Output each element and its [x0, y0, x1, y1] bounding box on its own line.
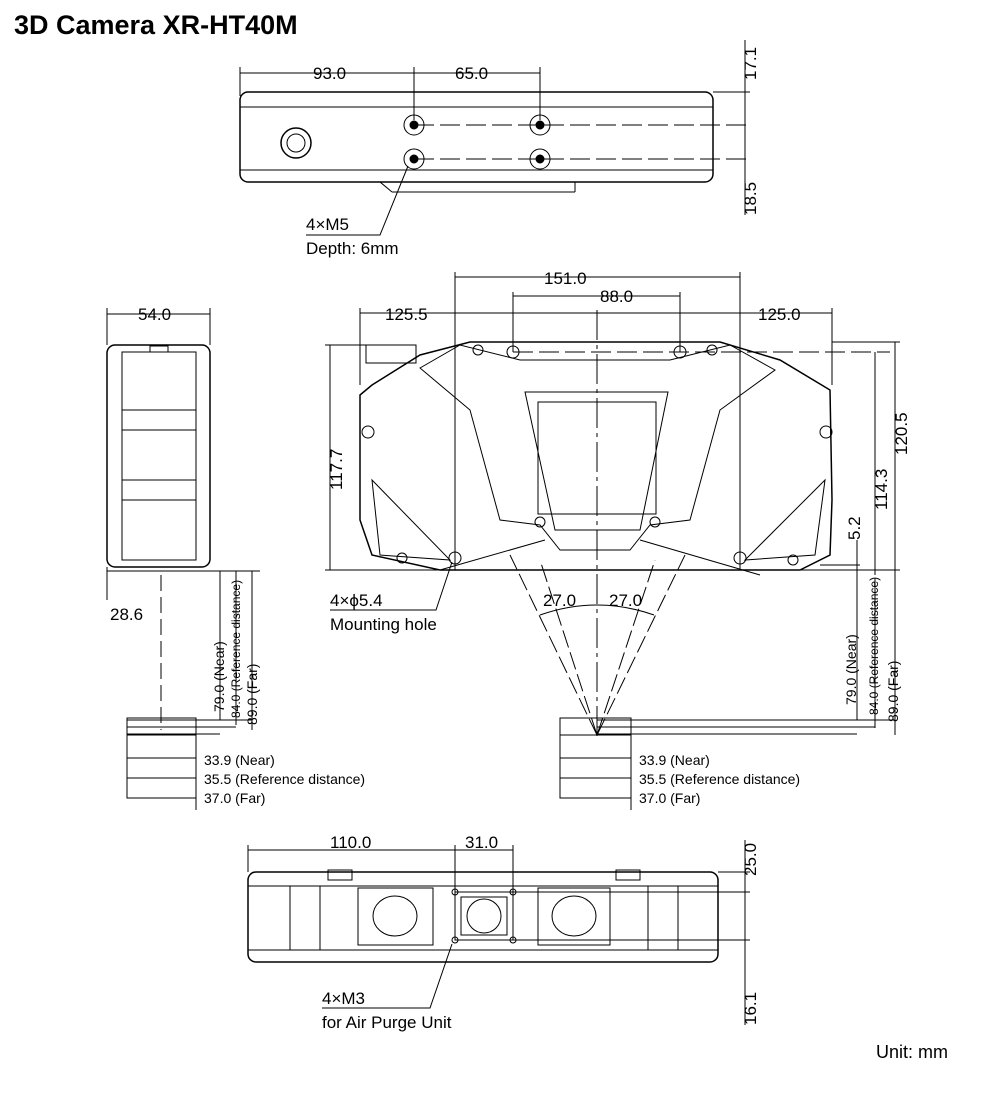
- bottom-callout-thread: 4×M3: [322, 989, 365, 1008]
- side-body-outline: [106, 344, 211, 568]
- bottom-lens-window-left: [357, 887, 434, 946]
- front-dim-height-left: 117.7: [327, 449, 346, 490]
- bottom-dim-mid: 31.0: [465, 833, 498, 852]
- bottom-callout-purpose: for Air Purge Unit: [322, 1013, 452, 1032]
- front-dim-holes: 88.0: [600, 287, 633, 306]
- bottom-dim-left: 110.0: [330, 833, 371, 852]
- front-dim-height-right: 120.5: [892, 412, 911, 455]
- top-dim-height-bottom: 18.5: [741, 182, 760, 215]
- front-dim-height-inner: 114.3: [872, 469, 891, 510]
- side-far: 89.0 (Far): [244, 664, 260, 725]
- front-ref: 84.0 (Reference distance): [867, 577, 881, 715]
- front-dim-left: 125.5: [385, 305, 428, 324]
- side-dim-width: 54.0: [138, 305, 171, 324]
- front-dim-right: 125.0: [758, 305, 801, 324]
- front-mount-hole: [733, 551, 747, 565]
- front-window: [524, 391, 669, 531]
- side-fov-ref: 35.5 (Reference distance): [204, 771, 365, 787]
- front-body-outline: [359, 341, 833, 571]
- side-fov-far: 37.0 (Far): [204, 790, 265, 806]
- front-far: 89.0 (Far): [885, 661, 901, 722]
- front-fov-near: 33.9 (Near): [639, 752, 710, 768]
- front-angle-right: 27.0: [609, 591, 642, 610]
- bottom-view: 110.0 31.0 25.0 16.1 4×M3 for Air Purge …: [247, 833, 760, 1032]
- unit-label: Unit: mm: [876, 1042, 948, 1062]
- front-callout-holes: 4×ϕ5.4: [330, 591, 383, 610]
- front-dim-total: 151.0: [544, 269, 587, 288]
- side-view: 54.0 28.6 79.0 (Near) 84.0 (Reference di…: [106, 305, 365, 810]
- side-fov-near: 33.9 (Near): [204, 752, 275, 768]
- top-dim-right: 65.0: [455, 64, 488, 83]
- front-callout-mounting: Mounting hole: [330, 615, 437, 634]
- top-dim-height-top: 17.1: [741, 47, 760, 80]
- bottom-lens-window-right: [537, 887, 611, 946]
- front-mount-hole: [448, 551, 462, 565]
- drawing-title: 3D Camera XR-HT40M: [14, 10, 298, 40]
- front-fov-ref: 35.5 (Reference distance): [639, 771, 800, 787]
- top-callout-thread: 4×M5: [306, 215, 349, 234]
- side-ref: 84.0 (Reference distance): [229, 580, 243, 718]
- front-dim-small: 5.2: [845, 516, 864, 540]
- front-view: 151.0 88.0 125.5 125.0: [325, 269, 911, 810]
- front-near: 79.0 (Near): [843, 634, 859, 705]
- front-angle-left: 27.0: [543, 591, 576, 610]
- top-view: 93.0 65.0 17.1 18.5 4×M5 Depth: 6mm: [239, 40, 760, 258]
- bottom-dim-height-bottom: 16.1: [741, 992, 760, 1025]
- side-dim-offset: 28.6: [110, 605, 143, 624]
- bottom-body-outline: [247, 871, 719, 963]
- top-dim-left: 93.0: [313, 64, 346, 83]
- front-fov-far: 37.0 (Far): [639, 790, 700, 806]
- top-lens-icon: [280, 127, 312, 159]
- side-near: 79.0 (Near): [211, 641, 227, 712]
- top-body-outline: [239, 91, 714, 183]
- bottom-dim-height-top: 25.0: [741, 843, 760, 876]
- top-callout-depth: Depth: 6mm: [306, 239, 399, 258]
